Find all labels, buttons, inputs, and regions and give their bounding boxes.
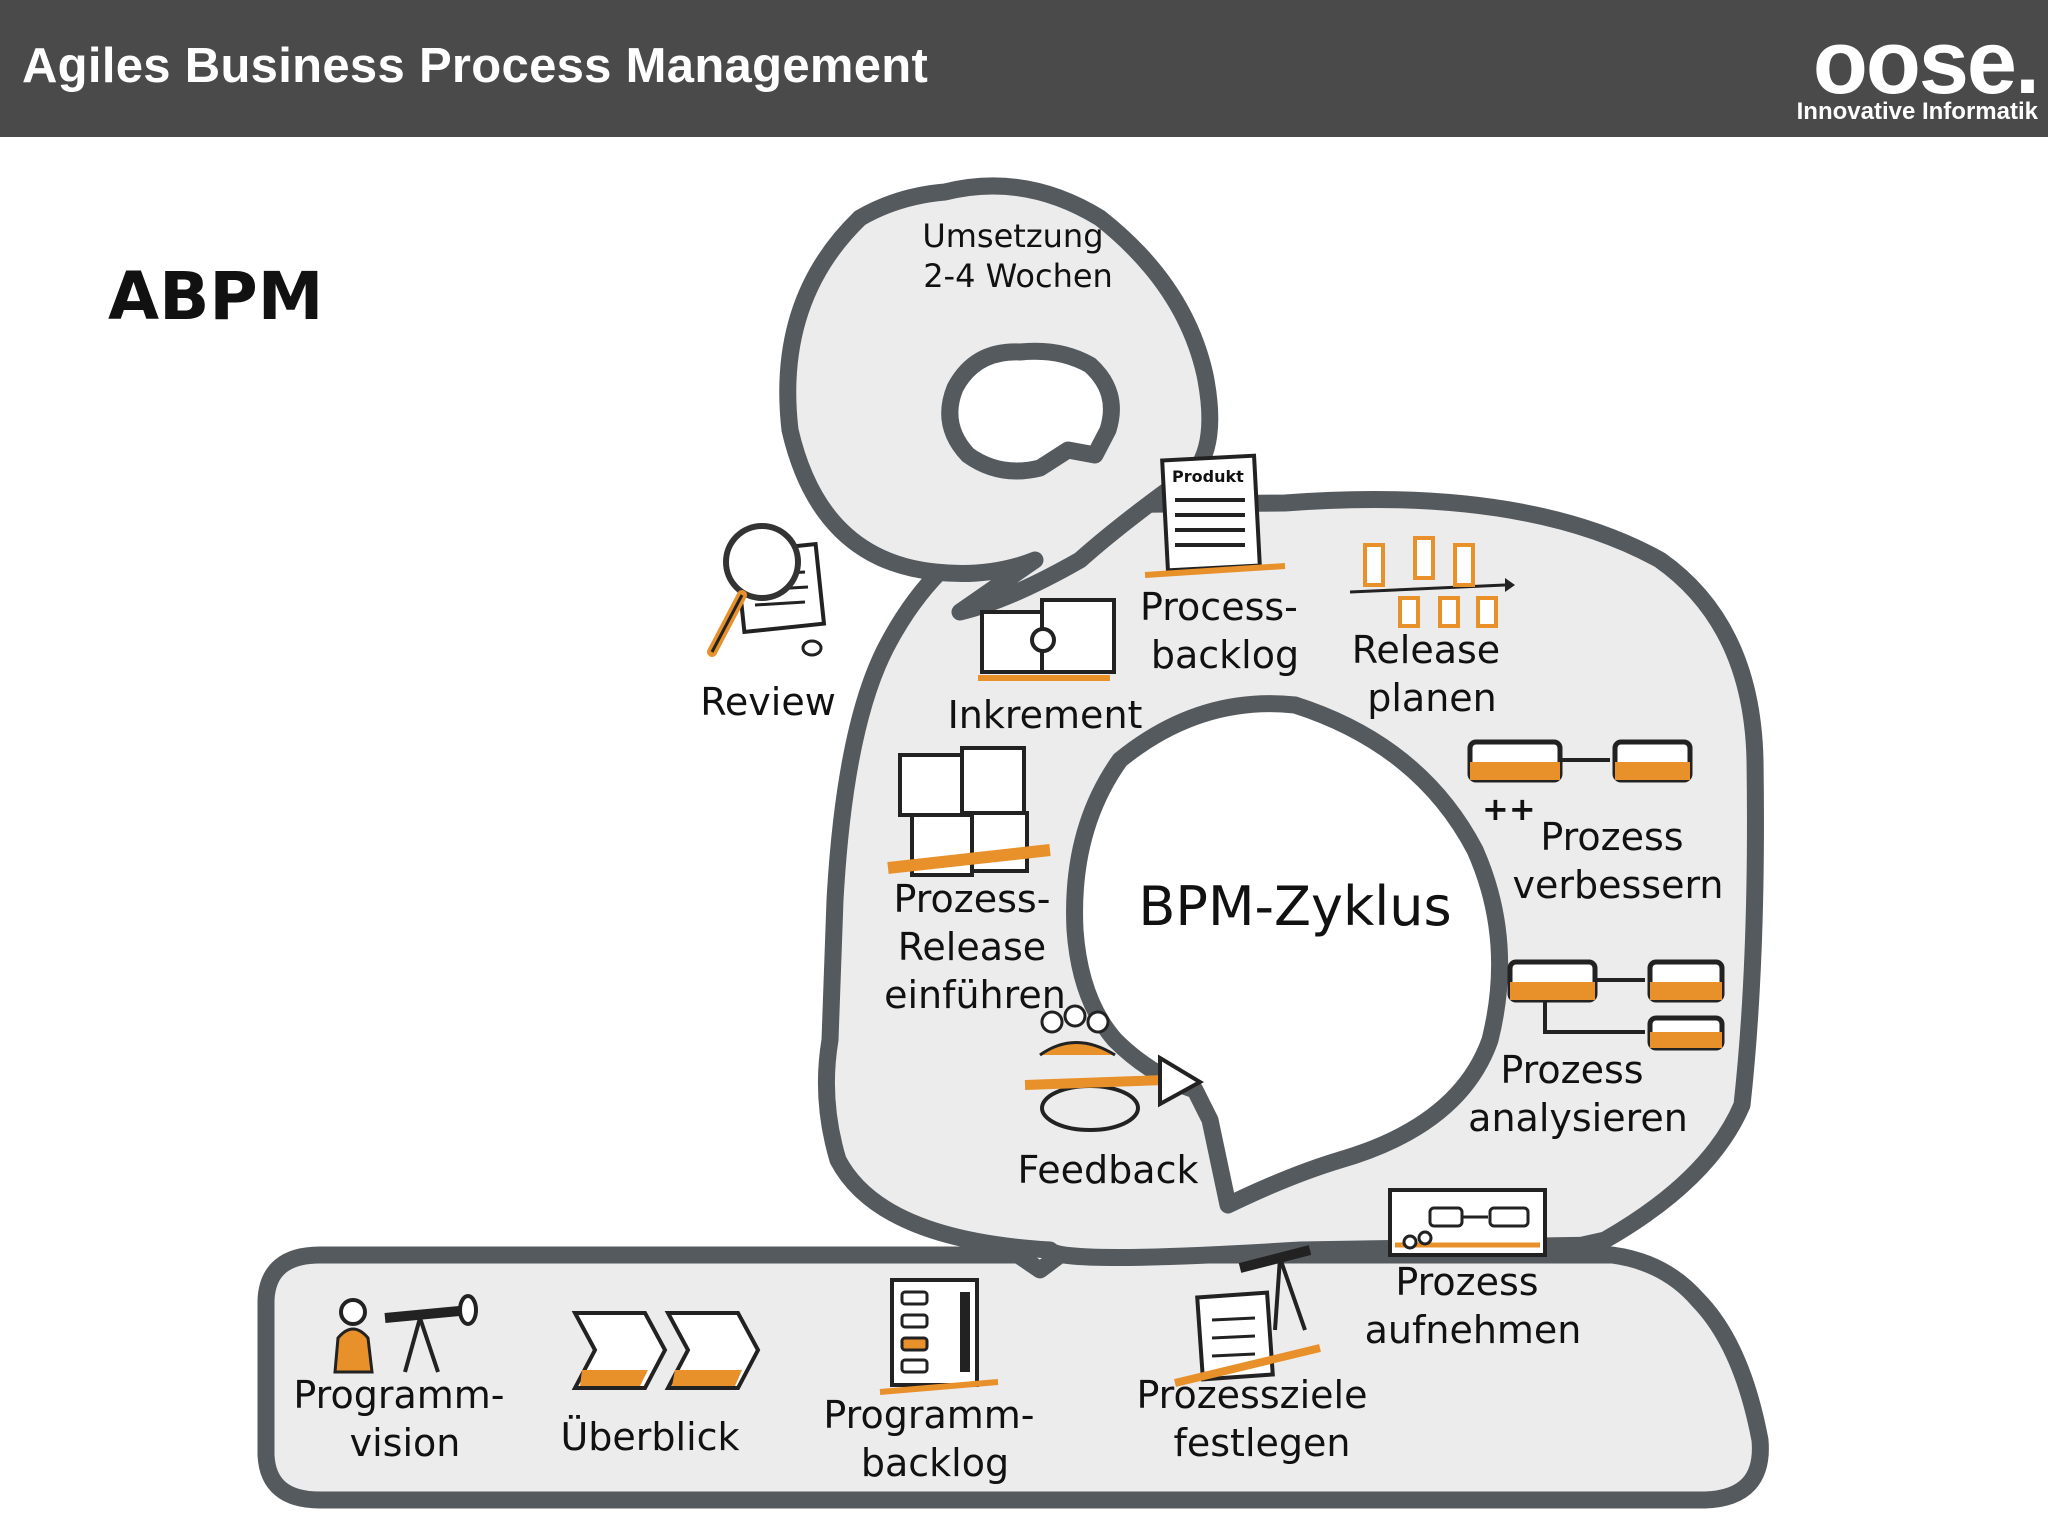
title-bar: Agiles Business Process Management oose.… (0, 0, 2048, 137)
programm-backlog-label: Programm- backlog (823, 1393, 1046, 1485)
prozess-verbessern-label: Prozess verbessern (1512, 815, 1723, 907)
telescope-document-icon (1174, 1245, 1321, 1387)
sprint-loop-line-1: Umsetzung (922, 217, 1103, 255)
logo-wordmark: oose. (1812, 13, 2040, 113)
programm-vision-line-2: vision (350, 1421, 461, 1465)
sprint-loop-label: Umsetzung 2-4 Wochen (922, 217, 1113, 295)
prozess-aufnehmen-line-1: Prozess (1395, 1260, 1538, 1304)
sprint-loop-track (779, 177, 1219, 621)
prozess-analysieren-line-1: Prozess (1500, 1048, 1643, 1092)
slide-heading: ABPM (108, 258, 324, 335)
programm-backlog-line-1: Programm- (823, 1393, 1034, 1437)
prozessziele-line-1: Prozessziele (1136, 1373, 1367, 1417)
process-backlog-line-1: Process- (1140, 585, 1298, 629)
feedback-label: Feedback (1018, 1148, 1199, 1192)
prozess-release-line-1: Prozess- (893, 877, 1050, 921)
prozess-verbessern-line-1: Prozess (1540, 815, 1683, 859)
prozessziele-line-2: festlegen (1174, 1421, 1351, 1465)
timeline-icon (1349, 536, 1515, 628)
oose-logo: oose. Innovative Informatik (1738, 13, 2040, 130)
puzzle-icon (978, 598, 1116, 681)
prozess-release-line-3: einführen (884, 973, 1066, 1017)
bpm-cycle-track (817, 491, 1764, 1266)
prozess-aufnehmen-label: Prozess aufnehmen (1365, 1260, 1582, 1352)
process-capture-icon (1388, 1188, 1547, 1257)
bpm-cycle-label: BPM-Zyklus (1138, 875, 1451, 938)
puzzle-four-icon (887, 746, 1051, 877)
sprint-loop-line-2: 2-4 Wochen (923, 257, 1113, 295)
plus-plus-label: ++ (1482, 790, 1536, 828)
document-icon: Produkt (1144, 453, 1286, 578)
inkrement-label: Inkrement (948, 693, 1143, 737)
page-title: Agiles Business Process Management (22, 39, 929, 93)
process-analyze-icon (1507, 959, 1725, 1051)
process-improve-icon: ++ (1467, 739, 1693, 828)
release-planen-label: Release planen (1352, 628, 1513, 720)
programm-vision-line-1: Programm- (293, 1373, 504, 1417)
review-icon (707, 523, 827, 657)
process-backlog-label: Process- backlog (1140, 585, 1310, 677)
prozess-analysieren-line-2: analysieren (1468, 1096, 1688, 1140)
programm-vision-label: Programm- vision (293, 1373, 516, 1465)
vision-icon (333, 1294, 478, 1374)
review-label: Review (700, 680, 836, 724)
release-planen-line-1: Release (1352, 628, 1500, 672)
chevrons-icon (571, 1311, 761, 1390)
feedback-icon (1024, 1004, 1205, 1132)
prozess-release-label: Prozess- Release einführen (884, 877, 1066, 1017)
prozess-verbessern-line-2: verbessern (1512, 863, 1723, 907)
list-board-icon (879, 1278, 999, 1395)
prozessziele-label: Prozessziele festlegen (1136, 1373, 1379, 1465)
prozess-aufnehmen-line-2: aufnehmen (1365, 1308, 1582, 1352)
ueberblick-label: Überblick (560, 1415, 739, 1459)
prozess-analysieren-label: Prozess analysieren (1468, 1048, 1688, 1140)
prozess-release-line-2: Release (898, 925, 1046, 969)
process-backlog-line-2: backlog (1151, 633, 1299, 677)
release-planen-line-2: planen (1367, 676, 1497, 720)
product-doc-text: Produkt (1172, 467, 1244, 486)
abpm-cycle-diagram: Produkt ++ (257, 177, 1769, 1509)
logo-tagline: Innovative Informatik (1796, 98, 2038, 125)
programm-backlog-line-2: backlog (861, 1441, 1009, 1485)
